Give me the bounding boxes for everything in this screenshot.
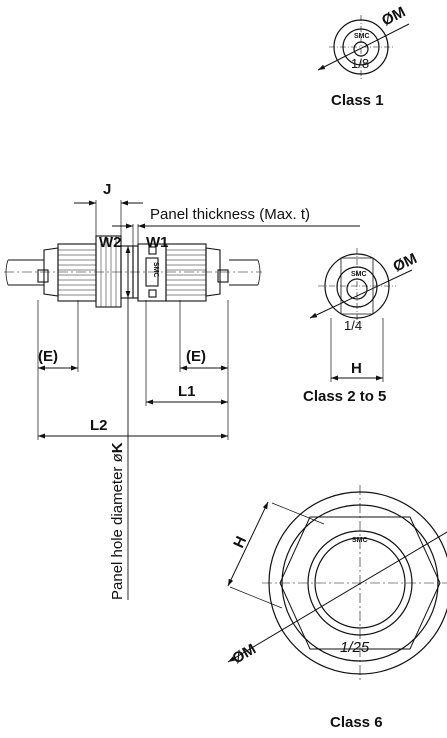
dim-e-left-label: (E) xyxy=(38,348,58,365)
panel-hole-text: Panel hole diameter ø xyxy=(109,453,126,600)
panel-hole-k: K xyxy=(109,442,126,453)
class6-dim-h-label: H xyxy=(230,534,250,551)
class6-size-marking: 1/25 xyxy=(340,639,370,656)
dim-w2-label: W2 xyxy=(99,234,122,251)
side-view xyxy=(4,200,360,600)
class2to5-label: Class 2 to 5 xyxy=(303,388,386,405)
class1-dia-label: ØM xyxy=(379,3,408,29)
class1-size-marking: 1/8 xyxy=(351,56,369,71)
class6-dia-label: ØM xyxy=(230,641,259,668)
class2to5-brand-mark: SMC xyxy=(351,271,367,278)
class2to5-dim-h-label: H xyxy=(351,360,362,377)
dim-l1-label: L1 xyxy=(178,383,196,400)
class2to5-dia-label: ØM xyxy=(391,250,420,276)
class1-brand-mark: SMC xyxy=(354,33,370,40)
class1-label: Class 1 xyxy=(331,92,384,109)
dim-l2-label: L2 xyxy=(90,417,108,434)
panel-hole-label: Panel hole diameter øK xyxy=(109,442,126,600)
dim-w1-label: W1 xyxy=(146,234,169,251)
class2to5-size-marking: 1/4 xyxy=(344,318,362,333)
class1-end-view xyxy=(317,15,410,79)
class6-end-view xyxy=(227,485,447,680)
panel-thickness-label: Panel thickness (Max. t) xyxy=(150,206,310,223)
class2to5-end-view xyxy=(309,248,413,382)
dim-j-label: J xyxy=(103,181,111,198)
svg-text:Panel hole diameter øK: Panel hole diameter øK xyxy=(109,442,126,600)
class6-label: Class 6 xyxy=(330,714,383,731)
side-view-brand-mark: SMC xyxy=(152,262,159,278)
class6-brand-mark: SMC xyxy=(352,537,368,544)
dim-e-right-label: (E) xyxy=(186,348,206,365)
